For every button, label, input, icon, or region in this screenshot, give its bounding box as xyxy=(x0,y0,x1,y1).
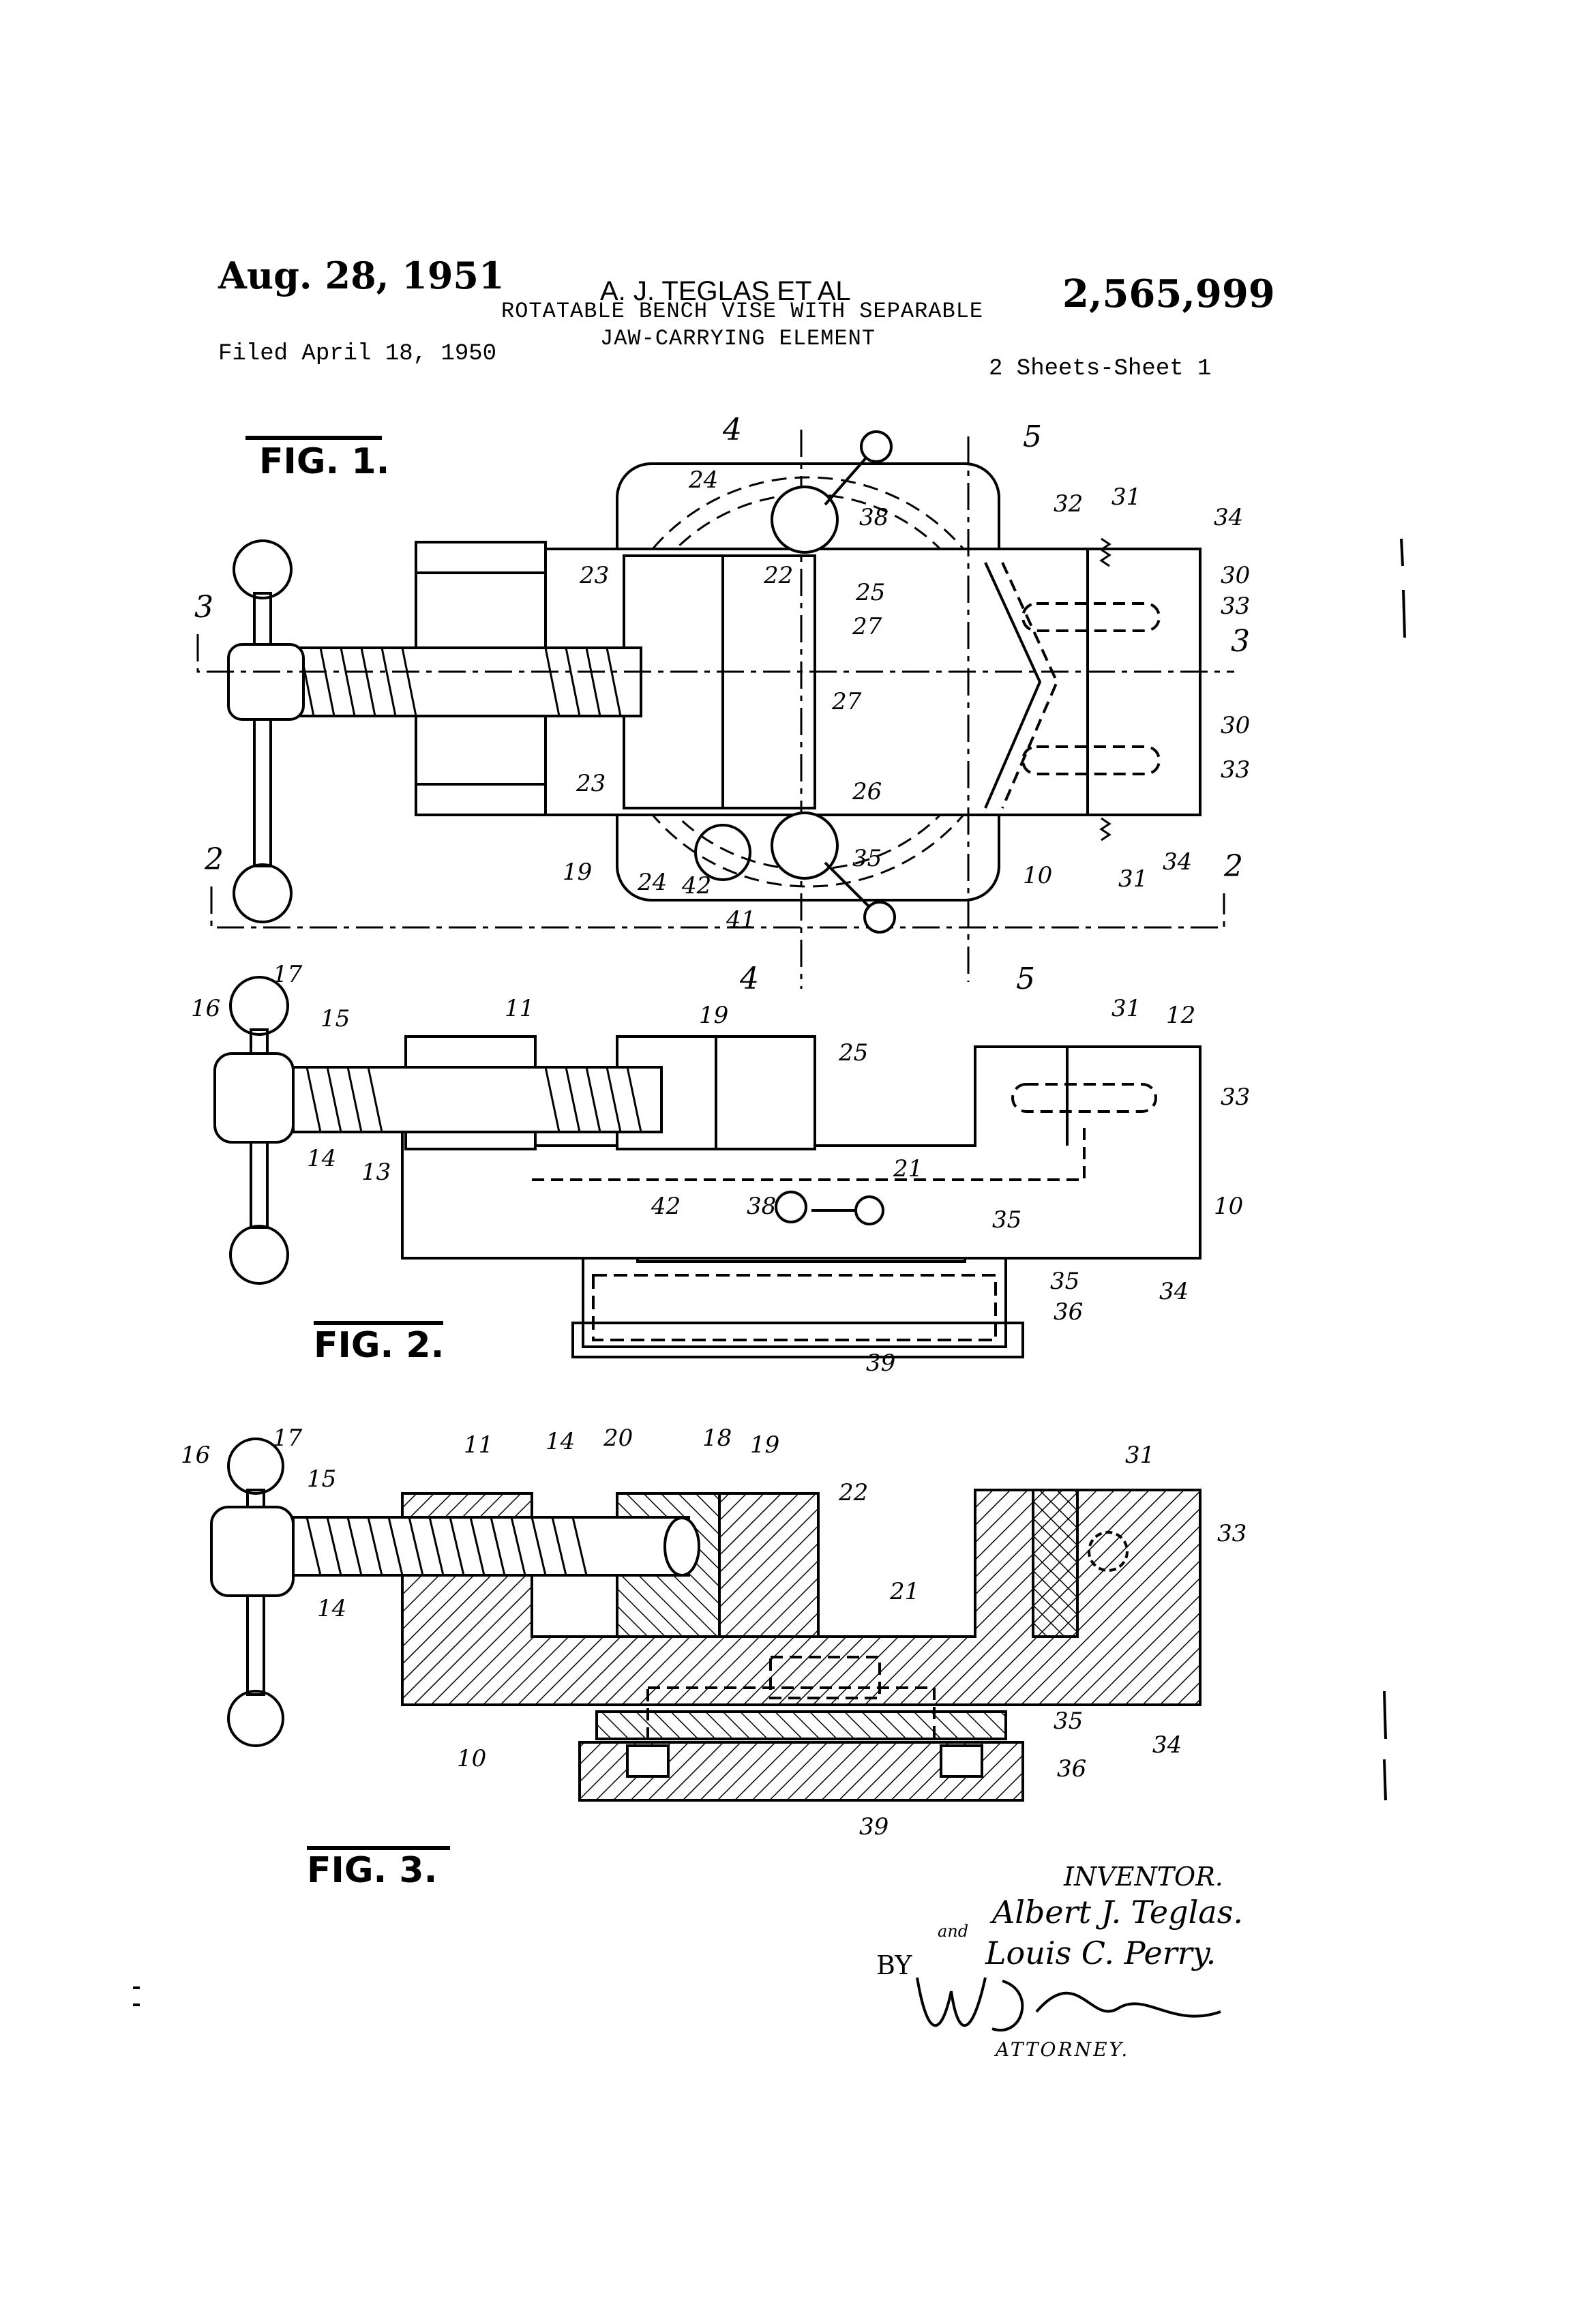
fig2-label: 33 xyxy=(1221,1084,1250,1111)
figure-2-labels: 16 17 15 11 19 25 31 12 33 14 13 21 10 4… xyxy=(191,961,1250,1377)
fig1-label: 33 xyxy=(1221,756,1250,784)
fig1-label: 41 xyxy=(726,906,756,934)
fig2-label: 19 xyxy=(699,1002,728,1029)
fig3-label: 34 xyxy=(1152,1731,1182,1759)
fig1-label: 3 xyxy=(1231,624,1250,659)
inventor-names: A. J. TEGLAS ET AL xyxy=(600,276,851,306)
fig3-label: 11 xyxy=(464,1431,493,1459)
fig2-label: 17 xyxy=(273,961,303,988)
patent-title-line-1: ROTATABLE BENCH VISE WITH SEPARABLE xyxy=(501,299,984,324)
fig1-label: 4 xyxy=(739,962,759,996)
fig2-label: 14 xyxy=(307,1145,336,1172)
figure-2-side-view: FIG. 2. xyxy=(213,976,1202,1366)
inventor-heading: INVENTOR. xyxy=(1063,1862,1223,1892)
margin-marks xyxy=(133,538,1406,2006)
fig2-label: 42 xyxy=(651,1193,681,1220)
fig3-label: 18 xyxy=(702,1425,732,1452)
fig1-label: 24 xyxy=(637,869,667,896)
fig1-label: 35 xyxy=(852,845,882,872)
figure-3-caption-text: FIG. 3. xyxy=(307,1850,437,1891)
inventor-name-1: Albert J. Teglas. xyxy=(989,1894,1243,1931)
fig2-label: 13 xyxy=(361,1159,391,1186)
sheet-count: 2 Sheets-Sheet 1 xyxy=(989,356,1212,382)
fig1-label: 19 xyxy=(563,859,592,886)
fig2-label: 12 xyxy=(1166,1002,1195,1029)
fig3-label: 19 xyxy=(750,1431,779,1459)
fig3-label: 39 xyxy=(859,1813,889,1841)
fig1-label: 27 xyxy=(831,688,862,715)
fig3-label: 21 xyxy=(889,1578,919,1605)
patent-title-line-2: JAW-CARRYING ELEMENT xyxy=(600,326,876,351)
fig2-label: 11 xyxy=(505,995,534,1022)
fig3-label: 10 xyxy=(457,1745,486,1772)
fig2-label: 39 xyxy=(866,1350,895,1377)
fig2-label: 15 xyxy=(320,1005,350,1032)
figure-1-top-view: FIG. 1. xyxy=(196,430,1234,989)
inventor-and: and xyxy=(938,1922,968,1941)
fig1-label: 26 xyxy=(852,778,882,805)
fig2-label: 36 xyxy=(1054,1298,1083,1326)
fig1-label: 31 xyxy=(1118,865,1148,893)
fig1-label: 10 xyxy=(1023,862,1052,889)
fig1-label: 34 xyxy=(1214,504,1243,531)
figure-1-caption: FIG. 1. xyxy=(245,436,389,482)
fig1-label: 5 xyxy=(1016,962,1035,996)
fig2-label: 16 xyxy=(191,995,220,1022)
fig1-label: 30 xyxy=(1221,562,1250,589)
fig3-label: 15 xyxy=(307,1465,336,1493)
fig2-label: 38 xyxy=(747,1193,776,1220)
fig1-label: 42 xyxy=(681,872,711,899)
fig1-label: 23 xyxy=(579,562,609,589)
fig1-label: 27 xyxy=(852,613,882,640)
fig1-label: 31 xyxy=(1111,483,1141,511)
figure-1-labels: 4 5 3 3 2 2 4 5 24 22 38 32 31 34 23 25 … xyxy=(194,413,1250,996)
fig1-label: 2 xyxy=(1223,849,1243,884)
fig2-label: 34 xyxy=(1159,1278,1189,1305)
fig1-label: 38 xyxy=(859,504,889,531)
inventor-signature-block: INVENTOR. Albert J. Teglas. and Louis C.… xyxy=(876,1862,1243,2061)
fig1-label: 22 xyxy=(763,562,793,589)
fig2-label: 21 xyxy=(893,1155,923,1182)
fig1-label: 24 xyxy=(688,466,718,494)
by-label: BY xyxy=(876,1950,912,1980)
fig1-label: 5 xyxy=(1023,419,1042,454)
fig1-label: 2 xyxy=(204,842,224,877)
fig2-label: 31 xyxy=(1111,995,1141,1022)
fig2-label: 25 xyxy=(838,1039,868,1067)
fig3-label: 20 xyxy=(603,1425,633,1452)
fig1-label: 33 xyxy=(1221,593,1250,620)
fig1-label: 23 xyxy=(576,770,606,797)
fig3-label: 33 xyxy=(1217,1520,1247,1547)
inventor-name-2: Louis C. Perry. xyxy=(985,1935,1216,1971)
filed-date: Filed April 18, 1950 xyxy=(218,341,497,367)
fig2-label: 35 xyxy=(992,1206,1021,1234)
figure-2-caption-text: FIG. 2. xyxy=(314,1325,444,1366)
fig3-label: 31 xyxy=(1125,1442,1154,1469)
fig1-label: 3 xyxy=(194,590,213,625)
fig3-label: 14 xyxy=(546,1428,575,1455)
fig2-label: 35 xyxy=(1050,1268,1079,1295)
fig1-label: 32 xyxy=(1054,490,1083,518)
figure-3-labels: 16 17 15 11 14 20 18 19 22 31 33 21 14 1… xyxy=(181,1425,1247,1841)
patent-number: 2,565,999 xyxy=(1062,271,1275,316)
fig3-label: 16 xyxy=(181,1442,210,1469)
fig3-label: 17 xyxy=(273,1425,303,1452)
fig1-label: 30 xyxy=(1221,712,1250,739)
fig3-label: 36 xyxy=(1057,1755,1086,1783)
figure-1-caption-text: FIG. 1. xyxy=(259,441,389,482)
fig2-label: 10 xyxy=(1214,1193,1243,1220)
fig3-label: 35 xyxy=(1054,1708,1083,1735)
fig1-label: 34 xyxy=(1163,848,1192,876)
attorney-label: ATTORNEY. xyxy=(994,2038,1129,2061)
figure-3-section-view: FIG. 3. xyxy=(210,1437,1202,1891)
fig1-label: 4 xyxy=(722,413,742,447)
fig3-label: 22 xyxy=(838,1479,868,1506)
patent-date: Aug. 28, 1951 xyxy=(218,254,505,297)
attorney-signature xyxy=(916,1977,1221,2031)
fig1-label: 25 xyxy=(855,579,885,606)
fig3-label: 14 xyxy=(317,1595,346,1622)
